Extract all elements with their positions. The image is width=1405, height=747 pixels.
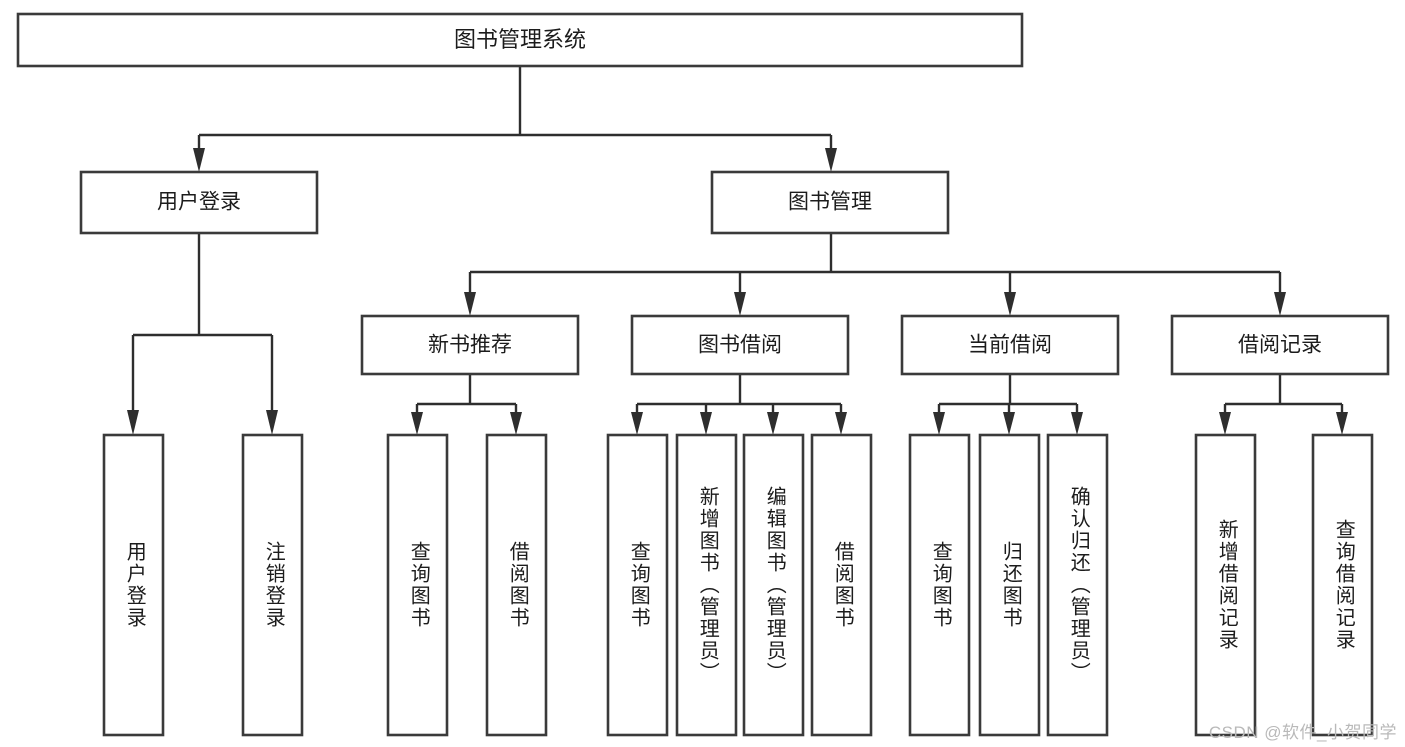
leaf-box-leaf-add-book[interactable] bbox=[675, 433, 738, 737]
arrowhead-leaf-return-book bbox=[1003, 412, 1015, 435]
node-user-login-box[interactable] bbox=[79, 170, 319, 235]
node-root-label: 图书管理系统 bbox=[454, 27, 586, 52]
node-root-box[interactable] bbox=[16, 12, 1024, 68]
leaf-box-leaf-logout[interactable] bbox=[241, 433, 304, 737]
arrowhead-book-borrow bbox=[734, 292, 746, 316]
arrowhead-leaf-confirm-return bbox=[1071, 412, 1083, 435]
leaf-box-leaf-borrow-book-2[interactable] bbox=[810, 433, 873, 737]
node-book-manage-box[interactable] bbox=[710, 170, 950, 235]
node-layer: 图书管理系统 用户登录 图书管理 新书推荐 图书借阅 当前借阅 借阅记录 bbox=[16, 12, 1390, 376]
arrowhead-leaf-query-book-3 bbox=[933, 412, 945, 435]
connector-layer bbox=[127, 66, 1348, 435]
arrowhead-current-borrow bbox=[1004, 292, 1016, 316]
arrowhead-leaf-add-book bbox=[700, 412, 712, 435]
arrowhead-leaf-add-record bbox=[1219, 412, 1231, 435]
node-new-book-recommend-box[interactable] bbox=[360, 314, 580, 376]
arrowhead-leaf-user-login bbox=[127, 410, 139, 435]
arrowhead-leaf-borrow-book-1 bbox=[510, 412, 522, 435]
leaf-box-leaf-query-book-3[interactable] bbox=[908, 433, 971, 737]
leaf-box-leaf-query-record[interactable] bbox=[1311, 433, 1374, 737]
node-borrow-record-label: 借阅记录 bbox=[1238, 334, 1322, 357]
arrowhead-leaf-query-record bbox=[1336, 412, 1348, 435]
arrowhead-leaf-borrow-book-2 bbox=[835, 412, 847, 435]
leaf-box-leaf-edit-book[interactable] bbox=[742, 433, 805, 737]
arrowhead-new-book-recommend bbox=[464, 292, 476, 316]
node-current-borrow-label: 当前借阅 bbox=[968, 334, 1052, 357]
arrowhead-borrow-record bbox=[1274, 292, 1286, 316]
node-user-login-label: 用户登录 bbox=[157, 191, 241, 214]
leaf-box-leaf-add-record[interactable] bbox=[1194, 433, 1257, 737]
leaf-box-leaf-query-book-2[interactable] bbox=[606, 433, 669, 737]
leaf-node-layer bbox=[102, 433, 1374, 737]
arrowhead-leaf-edit-book bbox=[767, 412, 779, 435]
node-new-book-recommend-label: 新书推荐 bbox=[428, 334, 512, 357]
leaf-box-leaf-user-login[interactable] bbox=[102, 433, 165, 737]
leaf-box-leaf-query-book-1[interactable] bbox=[386, 433, 449, 737]
arrowhead-book-manage bbox=[825, 148, 837, 172]
arrowhead-leaf-query-book-2 bbox=[631, 412, 643, 435]
node-book-manage-label: 图书管理 bbox=[788, 191, 872, 214]
node-book-borrow-box[interactable] bbox=[630, 314, 850, 376]
leaf-box-leaf-confirm-return[interactable] bbox=[1046, 433, 1109, 737]
node-current-borrow-box[interactable] bbox=[900, 314, 1120, 376]
leaf-box-leaf-borrow-book-1[interactable] bbox=[485, 433, 548, 737]
node-book-borrow-label: 图书借阅 bbox=[698, 334, 782, 357]
csdn-watermark: CSDN @软件_小贺同学 bbox=[1208, 723, 1397, 742]
arrowhead-leaf-logout bbox=[266, 410, 278, 435]
arrowhead-leaf-query-book-1 bbox=[411, 412, 423, 435]
node-borrow-record-box[interactable] bbox=[1170, 314, 1390, 376]
arrowhead-user-login bbox=[193, 148, 205, 172]
leaf-box-leaf-return-book[interactable] bbox=[978, 433, 1041, 737]
